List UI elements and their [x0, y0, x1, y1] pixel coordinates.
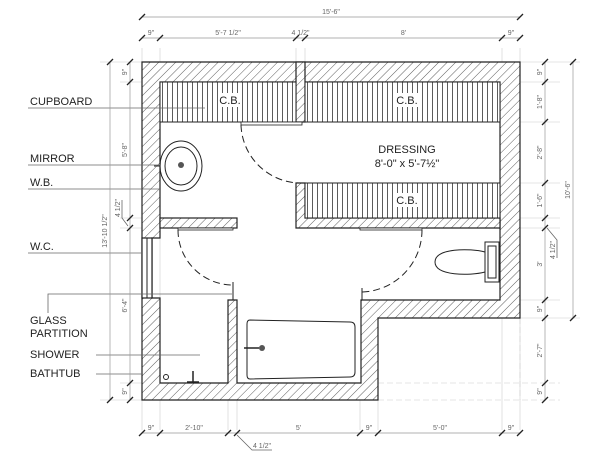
wash-basin: [159, 140, 203, 192]
dimension-label: 9": [537, 68, 544, 75]
dimension-label: 9": [537, 388, 544, 395]
dimension-tick: [126, 58, 134, 66]
label-mirror: MIRROR: [30, 153, 75, 165]
dimension-leader: [546, 227, 558, 258]
dimension-label: 2'-10": [185, 425, 203, 432]
dimension-label: 1'-6": [537, 193, 544, 207]
closet-label: C.B.: [396, 195, 417, 207]
dimension-label: 9": [366, 425, 373, 432]
dimension-tick: [106, 396, 114, 404]
dimension-tick: [374, 429, 382, 437]
dimension-leader: [121, 200, 129, 227]
dimension-label: 5': [296, 425, 301, 432]
dimension-label: 4 1/2": [291, 30, 310, 37]
dimension-label: 9": [508, 425, 515, 432]
dimension-label: 4 1/2": [550, 240, 557, 259]
dimension-tick: [541, 314, 549, 322]
dimension-tick: [126, 214, 134, 222]
dimension-tick: [156, 34, 164, 42]
dimension-label: 13'-10 1/2": [102, 214, 109, 248]
label-cupboard: CUPBOARD: [30, 96, 92, 108]
dimension-tick: [224, 429, 232, 437]
dimension-label: 9": [122, 388, 129, 395]
dimension-tick: [106, 58, 114, 66]
dimension-tick: [292, 34, 300, 42]
dimension-label: 9": [508, 30, 515, 37]
dimension-tick: [126, 78, 134, 86]
dimension-label: 9": [148, 425, 155, 432]
label-wash-basin: W.B.: [30, 177, 53, 189]
dimension-label: 8': [401, 30, 406, 37]
label-shower: SHOWER: [30, 349, 80, 361]
dimension-label: 6'-4": [122, 298, 129, 312]
dimension-tick: [541, 214, 549, 222]
label-partition: PARTITION: [30, 328, 88, 340]
dimension-tick: [516, 34, 524, 42]
dimension-tick: [156, 429, 164, 437]
label-glass: GLASS: [30, 315, 67, 327]
dimension-tick: [498, 34, 506, 42]
fixture-labels: CUPBOARD MIRROR W.B. W.C. GLASS PARTITIO…: [28, 96, 232, 380]
dimension-tick: [138, 429, 146, 437]
closet-label: C.B.: [219, 95, 240, 107]
dimension-tick: [126, 396, 134, 404]
dimension-label: 10'-6": [565, 181, 572, 199]
dimension-label: 2'-7": [537, 343, 544, 357]
dimension-tick: [138, 13, 146, 21]
dimension-label: 4 1/2": [253, 443, 272, 450]
dimension-lines: 15'-6" 9" 5'-7 1/2" 4 1/2" 8' 9" 9" 2'-10" 5' 9" 5…: [102, 9, 577, 451]
dimension-label: 9": [122, 68, 129, 75]
dimension-label: 9": [148, 30, 155, 37]
label-bathtub: BATHTUB: [30, 368, 81, 380]
toilet: [434, 241, 500, 283]
dimension-label: 9": [537, 305, 544, 312]
dimension-label: 5'-8": [122, 143, 129, 157]
dimension-tick: [301, 34, 309, 42]
door-swing: [361, 229, 423, 293]
dimension-tick: [541, 78, 549, 86]
dimension-label: 3': [537, 261, 544, 266]
door-swing: [177, 229, 234, 286]
dimension-tick: [541, 118, 549, 126]
basin-partition-wall: [159, 217, 238, 229]
dimension-label: 4 1/2": [115, 198, 122, 217]
door-leaf: [240, 121, 303, 126]
dimension-tick: [569, 314, 577, 322]
closet-divider-wall: [295, 61, 306, 123]
closet-label: C.B.: [396, 95, 417, 107]
dimension-tick: [541, 396, 549, 404]
room-size-dressing: 8'-0" x 5'-7½": [375, 158, 440, 170]
bathtub: [244, 319, 356, 380]
dimension-tick: [516, 13, 524, 21]
label-water-closet: W.C.: [30, 241, 54, 253]
dimension-tick: [569, 58, 577, 66]
dimension-label: 5'-7 1/2": [215, 30, 241, 37]
dimension-tick: [541, 296, 549, 304]
dimension-tick: [126, 379, 134, 387]
dimension-tick: [498, 429, 506, 437]
dimension-tick: [541, 224, 549, 232]
cupboard-left: [159, 81, 297, 123]
dimension-tick: [541, 179, 549, 187]
dimension-label: 1'-8": [537, 95, 544, 109]
door-leaf: [359, 227, 423, 231]
shower: [163, 371, 199, 383]
dimension-label: 2'-8": [537, 145, 544, 159]
door-leaf: [177, 227, 234, 231]
dimension-tick: [138, 34, 146, 42]
dimension-tick: [356, 429, 364, 437]
dimension-label: 5'-0": [433, 425, 447, 432]
room-name-dressing: DRESSING: [378, 144, 435, 156]
dimension-tick: [541, 58, 549, 66]
dimension-tick: [126, 224, 134, 232]
dimension-tick: [541, 379, 549, 387]
door-swing: [240, 124, 302, 184]
dimension-label: 15'-6": [322, 9, 340, 16]
dimension-tick: [516, 429, 524, 437]
dimension-tick: [233, 429, 241, 437]
dimension-leader: [236, 434, 272, 451]
